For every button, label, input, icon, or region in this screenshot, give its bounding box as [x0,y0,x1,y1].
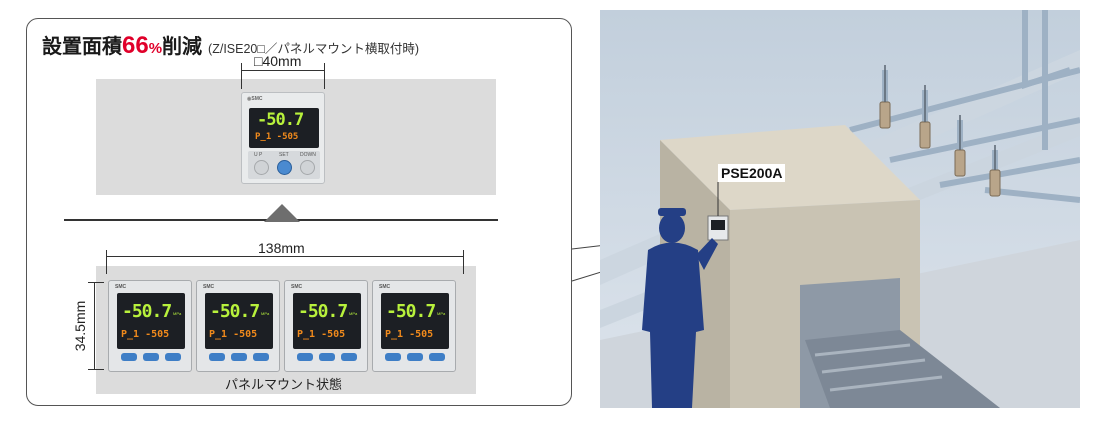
gauge-brand: SMC [291,284,303,290]
headline: 設置面積66%削減 (Z/ISE20□／パネルマウント横取付時) [42,30,419,60]
headline-prefix: 設置面積 [42,36,122,58]
dimension-tick-right [324,63,325,89]
gauge-unit: MPa [437,311,446,316]
headline-note: (Z/ISE20□／パネルマウント横取付時) [208,42,420,56]
factory-scene [600,10,1080,408]
gauge-brand: SMC [203,284,215,290]
panel-mount-caption: パネルマウント状態 [225,377,343,392]
pressure-sensor-icon [989,169,1001,197]
set-button-label: SET [279,152,289,158]
gauge-top-reading: -50.7 [386,301,436,322]
triangle-icon [264,204,300,222]
pressure-sensor-icon [879,101,891,129]
down-button[interactable] [429,353,445,361]
product-label: PSE200A [718,164,786,182]
panel-height-tick-top [88,282,104,283]
gauge-top-reading: -50.7 [257,110,304,130]
panel-height-dimension: 34.5mm [72,300,88,352]
panel-gauge: SMC -50.7 MPa P_1 -505 [284,280,368,372]
gauge-top-reading: -50.7 [122,301,172,322]
dimension-tick-left [241,63,242,89]
gauge-button-strip: U P SET DOWN [248,151,320,179]
gauge-display: -50.7 MPa P_1 -505 [205,293,273,349]
gauge-brand: SMC [379,284,391,290]
machine-top [660,125,920,210]
set-button[interactable] [231,353,247,361]
up-button[interactable] [254,160,269,175]
gauge-display: -50.7 MPa P_1 -505 [117,293,185,349]
gauge-unit: MPa [349,311,358,316]
panel-width-tick-left [106,250,107,274]
panel-width-tick-right [463,250,464,274]
down-button-label: DOWN [300,152,316,158]
panel-height-dimension-line [94,282,95,370]
gauge-bottom-reading: P_1 -505 [385,329,434,340]
up-button-label: U P [254,152,263,158]
gauge-display: -50.7 MPa P_1 -505 [381,293,449,349]
set-button[interactable] [319,353,335,361]
gauge-bottom-reading: P_1 -505 [209,329,258,340]
panel-width-dimension-line [106,256,464,257]
headline-suffix: 削減 [162,36,203,58]
up-button[interactable] [297,353,313,361]
up-button[interactable] [209,353,225,361]
set-button[interactable] [277,160,292,175]
up-button[interactable] [121,353,137,361]
down-button[interactable] [341,353,357,361]
gauge-bottom-reading: P_1 -505 [297,329,346,340]
gauge-unit: MPa [261,311,270,316]
pressure-sensor-icon [919,121,931,149]
single-width-dimension: □40mm [254,53,302,69]
single-gauge: ◉SMC -50.7 P_1 -505 U P SET DOWN [241,92,325,184]
gauge-unit: MPa [173,311,182,316]
gauge-bottom-reading: P_1 -505 [121,329,170,340]
set-button[interactable] [143,353,159,361]
pressure-sensor-icon [954,149,966,177]
pse200a-display [711,220,725,230]
set-button[interactable] [407,353,423,361]
headline-percent: 66% [122,32,163,59]
gauge-brand: ◉SMC [247,96,263,102]
gauge-display: -50.7 P_1 -505 [249,108,319,148]
gauge-display: -50.7 MPa P_1 -505 [293,293,361,349]
gauge-top-reading: -50.7 [298,301,348,322]
panel-gauge: SMC -50.7 MPa P_1 -505 [372,280,456,372]
panel-height-tick-bottom [88,369,104,370]
panel-gauge: SMC -50.7 MPa P_1 -505 [196,280,280,372]
gauge-top-reading: -50.7 [210,301,260,322]
panel-gauge: SMC -50.7 MPa P_1 -505 [108,280,192,372]
down-button[interactable] [165,353,181,361]
gauge-brand: SMC [115,284,127,290]
down-button[interactable] [253,353,269,361]
up-button[interactable] [385,353,401,361]
down-button[interactable] [300,160,315,175]
panel-width-dimension: 138mm [258,240,305,256]
single-width-dimension-line [241,70,325,71]
gauge-bottom-reading: P_1 -505 [255,132,299,142]
worker-figure [642,208,718,408]
